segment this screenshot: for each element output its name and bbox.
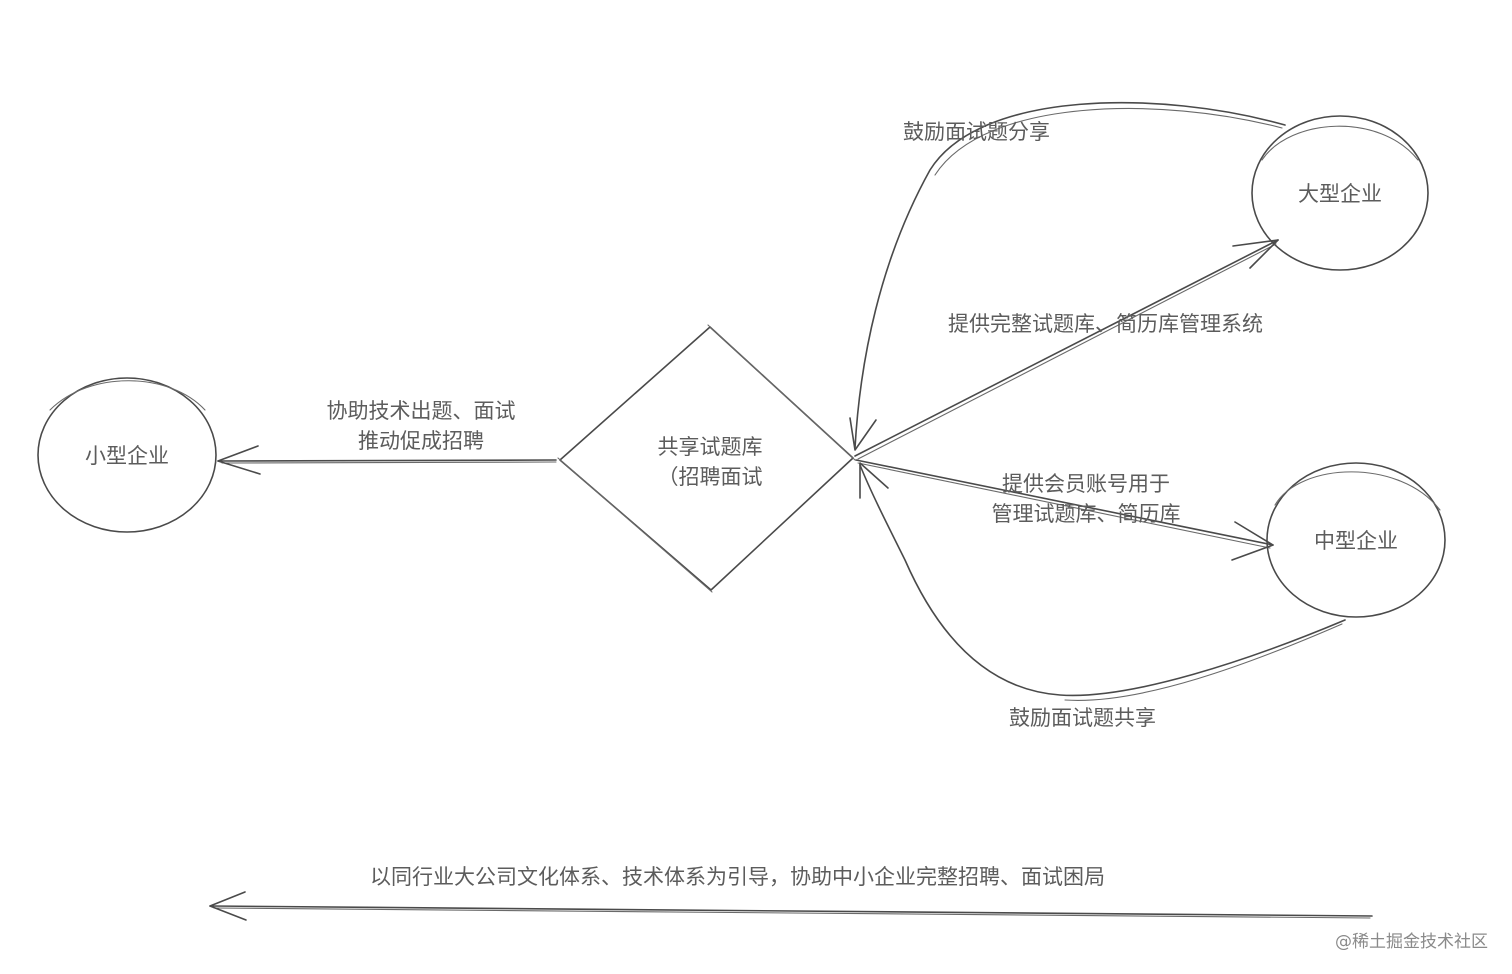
large-enterprise-node[interactable] [1251,115,1429,271]
medium-enterprise-label: 中型企业 [1314,529,1398,553]
edge-label-to-small-line2: 推动促成招聘 [358,429,484,453]
arrow-large-to-center [849,101,1286,451]
edge-label-center-to-large: 提供完整试题库、简历库管理系统 [948,312,1263,336]
arrow-center-to-medium [855,459,1274,561]
watermark: @稀土掘金技术社区 [1335,932,1488,952]
bottom-arrow-label: 以同行业大公司文化体系、技术体系为引导，协助中小企业完整招聘、面试困局 [370,865,1105,889]
edge-label-center-to-medium-line1: 提供会员账号用于 [1002,472,1170,496]
arrow-center-to-large [854,239,1279,460]
center-node-label-line2: （招聘面试 [657,465,763,489]
edge-label-medium-to-center: 鼓励面试题共享 [1009,706,1156,730]
edge-label-large-to-center: 鼓励面试题分享 [903,120,1050,144]
arrow-medium-to-center [859,462,1346,701]
edge-label-center-to-medium-line2: 管理试题库、简历库 [991,502,1181,526]
edge-label-to-small: 协助技术出题、面试 推动促成招聘 [327,396,516,456]
center-node-label: 共享试题库 （招聘面试 [658,432,763,492]
small-enterprise-node[interactable] [37,377,217,533]
large-enterprise-label: 大型企业 [1298,182,1382,206]
center-node-label-line1: 共享试题库 [657,435,763,459]
medium-enterprise-node[interactable] [1266,462,1446,618]
center-diamond[interactable] [557,324,856,593]
small-enterprise-label: 小型企业 [85,444,169,468]
edge-label-to-small-line1: 协助技术出题、面试 [326,399,516,423]
bottom-long-arrow [209,891,1373,921]
arrow-to-small [217,445,557,475]
edge-label-center-to-medium: 提供会员账号用于 管理试题库、简历库 [992,469,1181,529]
